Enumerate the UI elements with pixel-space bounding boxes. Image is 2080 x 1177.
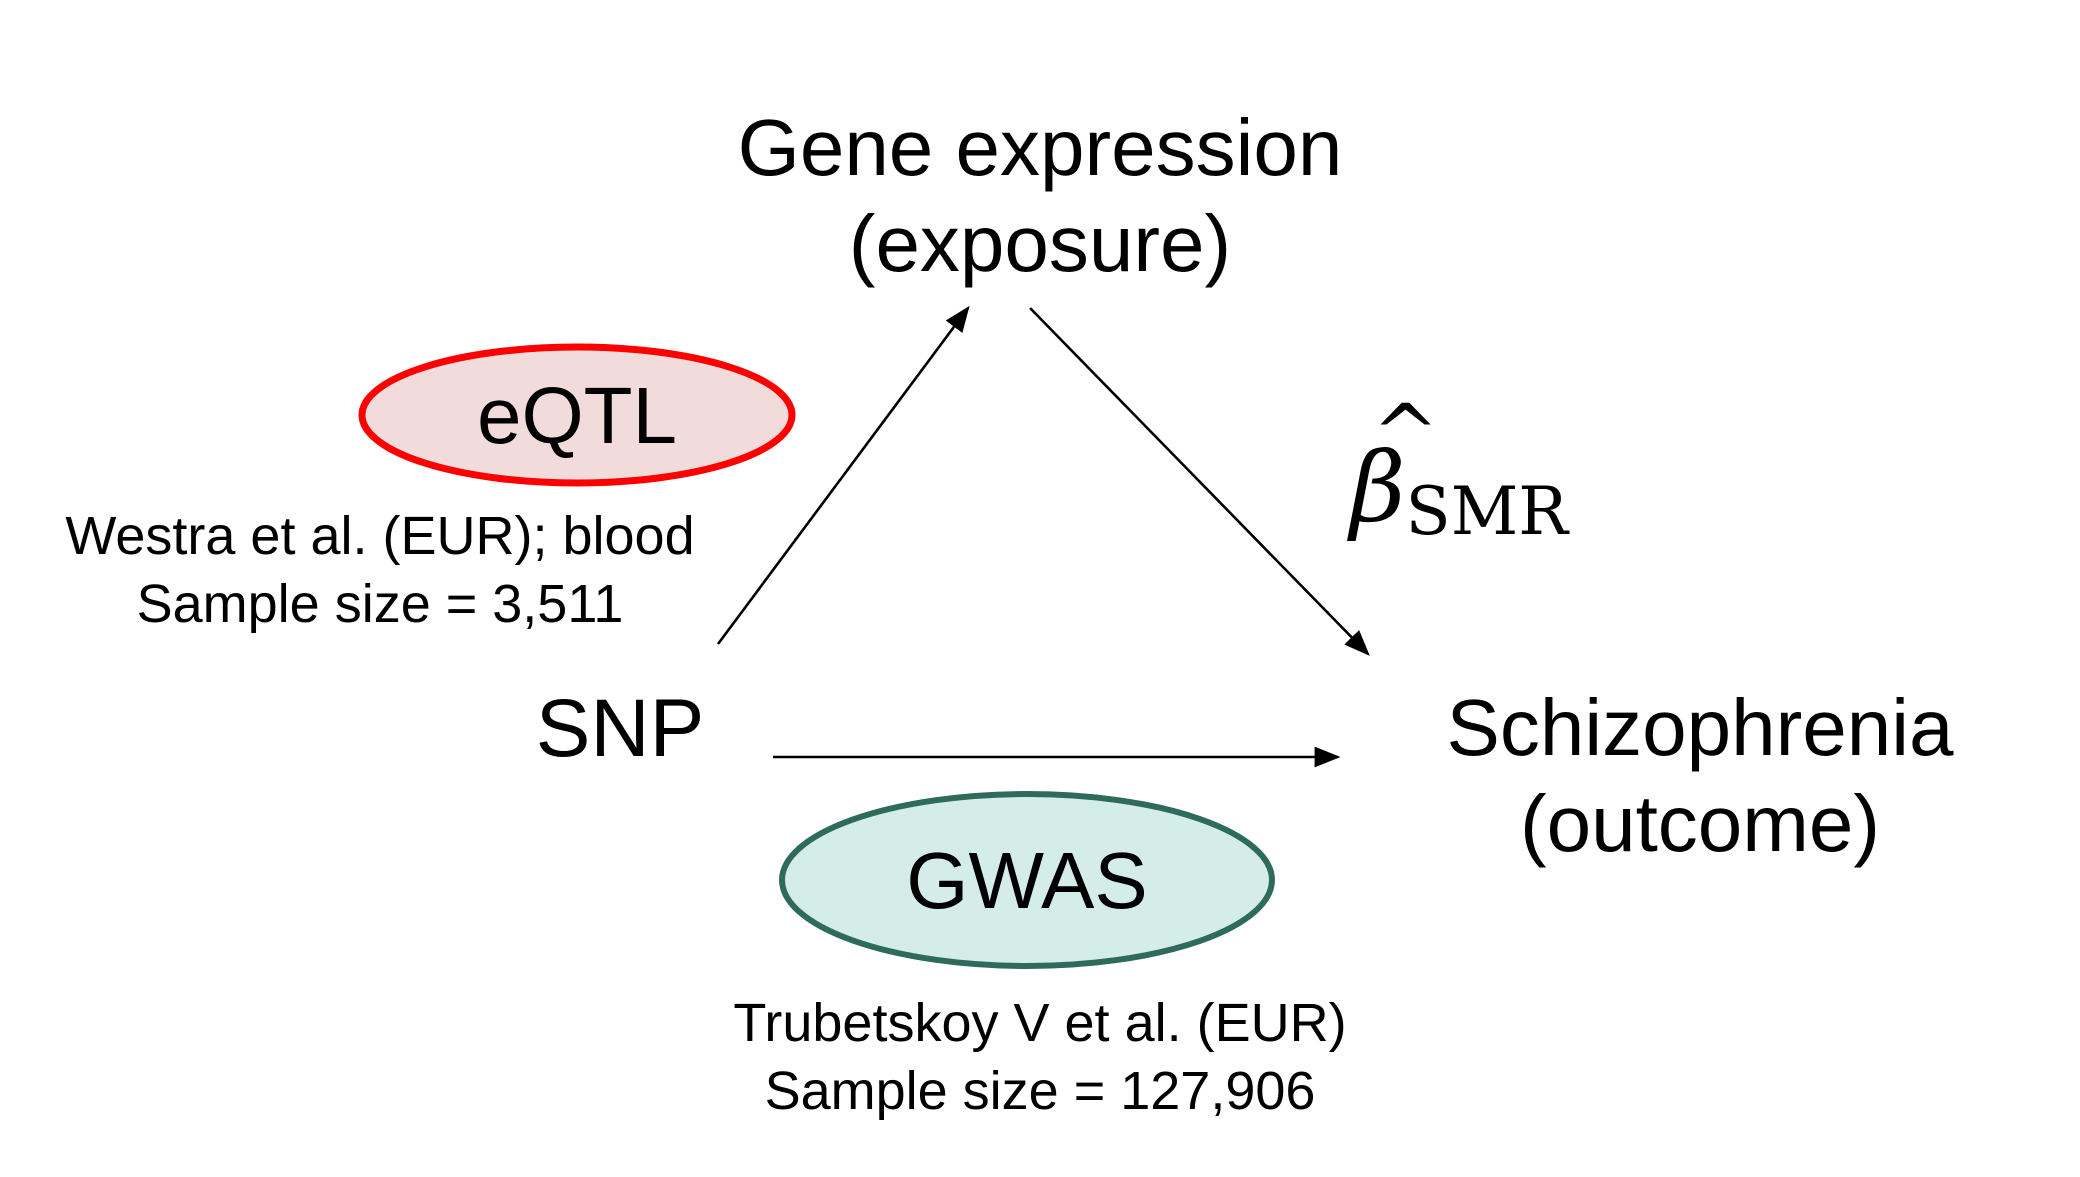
- gwas-sample-size: Sample size = 127,906: [764, 1060, 1316, 1121]
- beta-letter: β: [1350, 432, 1406, 544]
- gwas-ellipse: [779, 791, 1275, 969]
- arrow-exposure-to-outcome: [1029, 307, 1370, 656]
- eqtl-source-study: Westra et al. (EUR); blood: [65, 506, 695, 566]
- gwas-source-info: Trubetskoy V et al. (EUR) Sample size = …: [690, 990, 1390, 1125]
- outcome-subtitle: (outcome): [1519, 779, 1881, 868]
- exposure-node: Gene expression (exposure): [540, 100, 1540, 292]
- snp-label: SNP: [535, 683, 705, 774]
- gwas-label: GWAS: [906, 836, 1147, 925]
- eqtl-label: eQTL: [477, 371, 677, 460]
- beta-hat: ^: [1372, 387, 1440, 480]
- eqtl-source-info: Westra et al. (EUR); blood Sample size =…: [40, 503, 720, 638]
- eqtl-sample-size: Sample size = 3,511: [136, 573, 624, 634]
- beta-smr-estimate: β^SMR: [1350, 394, 1568, 545]
- snp-node: SNP: [520, 680, 720, 778]
- gwas-source-study: Trubetskoy V et al. (EUR): [733, 993, 1347, 1053]
- outcome-title: Schizophrenia: [1446, 683, 1954, 772]
- arrow-snp-to-exposure: [716, 305, 970, 645]
- exposure-subtitle: (exposure): [848, 199, 1232, 288]
- outcome-node: Schizophrenia (outcome): [1400, 680, 2000, 872]
- exposure-title: Gene expression: [737, 103, 1343, 192]
- eqtl-ellipse: [358, 343, 796, 487]
- beta-symbol: β^: [1350, 394, 1439, 537]
- beta-subscript: SMR: [1405, 473, 1569, 551]
